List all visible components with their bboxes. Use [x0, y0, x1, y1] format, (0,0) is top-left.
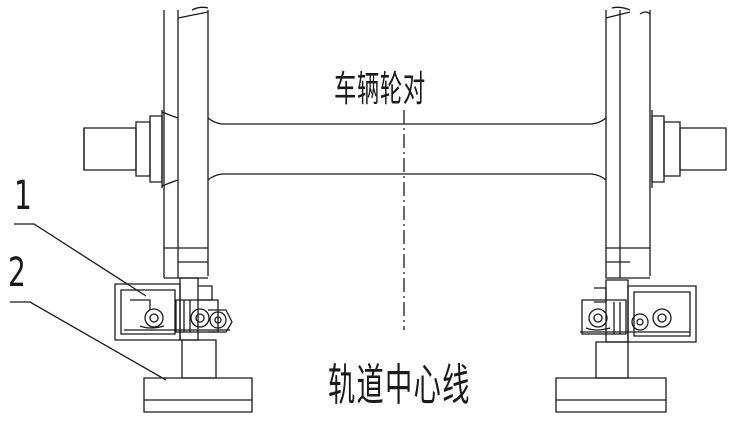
track-centerline-label: 轨道中心线	[328, 360, 471, 411]
leader-1	[14, 224, 146, 296]
right-measuring-device	[580, 280, 696, 342]
right-rail	[556, 342, 666, 412]
right-wheel	[606, 7, 650, 278]
callout-number-1: 1	[14, 173, 32, 219]
wheelset-label: 车辆轮对	[334, 69, 426, 110]
callout-number-2: 2	[8, 250, 26, 296]
leader-2	[10, 302, 166, 380]
left-rail	[144, 340, 252, 412]
left-wheel	[162, 7, 208, 278]
axle	[84, 110, 726, 188]
leader-lines	[10, 224, 166, 380]
